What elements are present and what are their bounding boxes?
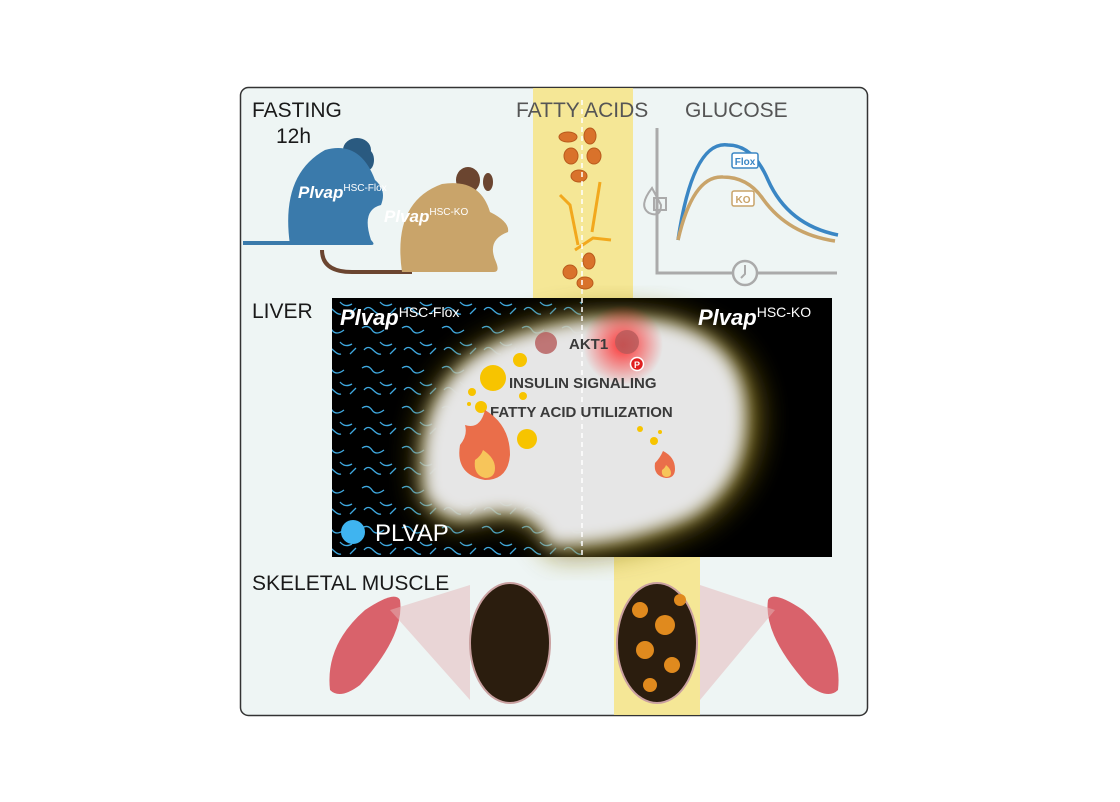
ko-mouse-label: PlvapHSC-KO	[384, 207, 468, 226]
fasting-duration: 12h	[276, 125, 311, 148]
glucose-curve-chart: Flox KO	[643, 128, 839, 287]
plvap-legend-label: PLVAP	[375, 520, 449, 547]
akt1-protein-icon	[535, 332, 557, 354]
akt1-label: AKT1	[569, 336, 608, 353]
fatty-acid-molecules-icon	[558, 181, 612, 252]
legend-ko: KO	[736, 195, 751, 206]
flame-large-icon	[459, 410, 510, 480]
liver-ko-label: PlvapHSC-KO	[698, 304, 811, 330]
skeletal-muscle-label: SKELETAL MUSCLE	[252, 572, 449, 595]
flame-small-icon	[654, 451, 675, 478]
legend-flox: Flox	[735, 157, 756, 168]
flox-mouse-icon	[243, 138, 383, 245]
insulin-signaling-label: INSULIN SIGNALING	[509, 375, 657, 392]
glucose-label: GLUCOSE	[685, 99, 788, 122]
liver-label: LIVER	[252, 300, 313, 323]
phospho-badge	[629, 356, 645, 372]
fatty-acid-utilization-label: FATTY ACID UTILIZATION	[490, 404, 673, 421]
muscle-ko-icon	[616, 582, 839, 704]
lipid-droplets-icon	[467, 353, 662, 449]
ko-mouse-icon	[320, 167, 509, 274]
fatty-acid-band	[533, 88, 633, 300]
muscle-flox-icon	[329, 582, 551, 704]
glucose-drop-icon	[643, 186, 667, 216]
phospho-akt1-protein-icon	[615, 330, 639, 354]
plvap-legend-dot	[341, 520, 365, 544]
flox-mouse-label: PlvapHSC-Flox	[298, 183, 387, 202]
clock-icon	[731, 259, 759, 287]
red-blood-cells-icon	[558, 127, 602, 290]
svg-text:P: P	[634, 360, 640, 370]
fasting-label: FASTING	[252, 99, 342, 122]
liver-flox-label: PlvapHSC-Flox	[340, 304, 459, 330]
